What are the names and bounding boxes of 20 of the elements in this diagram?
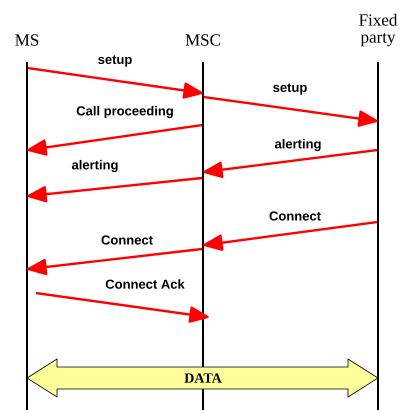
arrow — [27, 248, 204, 276]
edge-label: Connect — [100, 234, 154, 246]
participant-label: MSC — [186, 34, 220, 46]
edge-label: Call proceeding — [75, 104, 175, 120]
edge-label: setup — [96, 54, 134, 68]
edge-label: setup — [272, 82, 308, 96]
participant-label: MS — [15, 34, 38, 46]
edge-label: Connect — [268, 210, 322, 222]
edge-label: alerting — [274, 138, 322, 152]
arrow — [27, 176, 204, 202]
arrow — [203, 148, 378, 178]
arrow — [203, 220, 378, 251]
participant-label: Fixed party — [359, 14, 398, 46]
edge-label: DATA — [183, 372, 223, 384]
edge-label: alerting — [70, 158, 120, 174]
edge-label: Connect Ack — [104, 278, 186, 290]
arrow — [26, 66, 203, 99]
arrow — [202, 96, 378, 127]
arrow — [34, 292, 209, 323]
arrow — [27, 124, 204, 156]
